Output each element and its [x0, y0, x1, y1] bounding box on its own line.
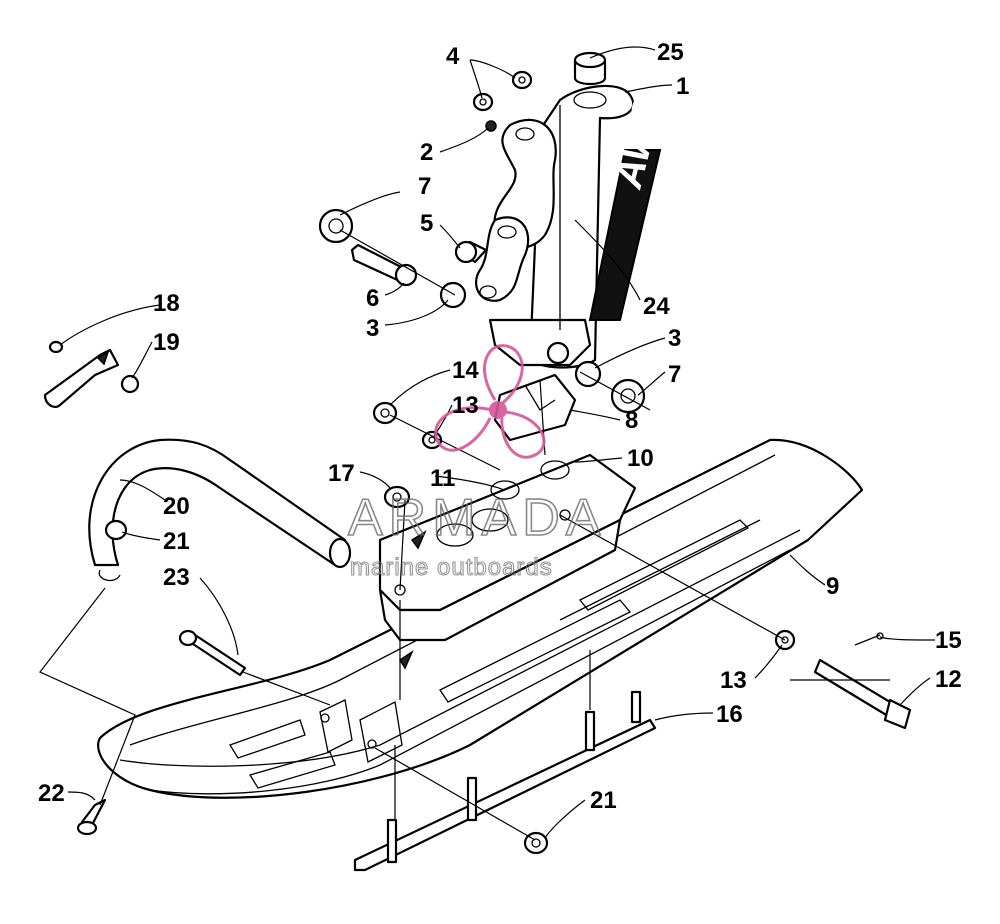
grease-fitting-2: [485, 120, 497, 132]
ski-saddle: [378, 453, 637, 670]
callout-7-right: 7: [668, 361, 681, 388]
callout-7-upper: 7: [418, 173, 431, 200]
callout-21-upper: 21: [163, 528, 190, 555]
callout-2: 2: [420, 139, 433, 166]
propeller-logo: [434, 344, 546, 459]
callout-18: 18: [153, 290, 180, 317]
watermark-brand: ARMADA: [348, 489, 606, 547]
bolt-22: [76, 798, 107, 836]
nut-14: [372, 401, 398, 425]
callouts: 25 1 4 2 7 5 24 6 3 3 7 18 19 14 13 8 10…: [38, 39, 962, 814]
callout-15: 15: [935, 627, 962, 654]
callout-5: 5: [420, 210, 433, 237]
callout-3-right: 3: [668, 325, 681, 352]
callout-19: 19: [153, 329, 180, 356]
nut-17: [383, 485, 411, 509]
stop-block-8: [493, 373, 577, 442]
callout-6: 6: [366, 285, 379, 312]
callout-3-left: 3: [366, 315, 379, 342]
cotter-pin-15: [854, 632, 884, 646]
nut-19: [120, 374, 140, 394]
nut-21-upper: [104, 519, 128, 541]
callout-8: 8: [625, 407, 638, 434]
callout-25: 25: [657, 39, 684, 66]
callout-21-lower: 21: [590, 787, 617, 814]
callout-4: 4: [446, 43, 460, 70]
cap: [573, 51, 607, 86]
bushing-5: [454, 240, 488, 264]
callout-9: 9: [826, 573, 839, 600]
loop-handle-20: [88, 438, 352, 582]
watermark: ARMADA marine outboards: [347, 344, 606, 582]
bolt-12: [813, 658, 912, 730]
callout-22: 22: [38, 780, 65, 807]
bushing-3-right: [574, 360, 602, 388]
callout-10: 10: [627, 445, 654, 472]
callout-12: 12: [935, 666, 962, 693]
callout-14: 14: [452, 357, 479, 384]
bolt-23: [178, 629, 247, 677]
washer-4-upper: [511, 70, 533, 90]
callout-17: 17: [328, 460, 355, 487]
bushing-7-right: [610, 378, 646, 414]
callout-20: 20: [163, 493, 190, 520]
callout-1: 1: [676, 73, 689, 100]
washer-13-lower: [774, 629, 796, 651]
callout-23: 23: [163, 564, 190, 591]
washer-4-lower: [472, 92, 494, 112]
callout-16: 16: [716, 701, 743, 728]
callout-13-lower: 13: [720, 667, 747, 694]
watermark-tagline: marine outboards: [350, 554, 553, 581]
sleeve-6: [350, 243, 418, 287]
leader-lines: [39, 46, 936, 841]
callout-11: 11: [430, 465, 455, 492]
wear-bar-16: [353, 690, 657, 872]
bushing-7-left: [318, 208, 354, 244]
callout-24: 24: [643, 293, 670, 320]
callout-13-upper: 13: [452, 392, 479, 419]
aws-decal: AWS: [588, 93, 671, 321]
bracket-18: [43, 340, 120, 409]
